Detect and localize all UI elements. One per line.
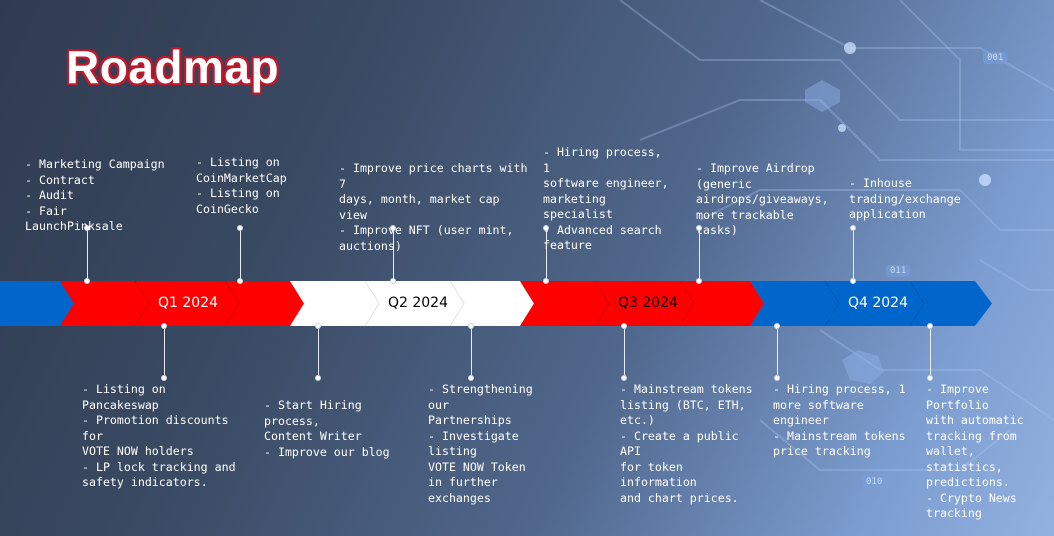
bottom-connector-line xyxy=(624,326,625,378)
band-marker-dot xyxy=(696,278,702,284)
band-marker-dot xyxy=(161,323,167,329)
roadmap-title: Roadmap xyxy=(66,41,280,93)
milestone-note-bottom-5: - Hiring process, 1 more software engine… xyxy=(773,382,906,458)
bottom-connector-line xyxy=(471,326,472,378)
top-connector-line xyxy=(699,228,700,281)
band-marker-dot xyxy=(390,278,396,284)
milestone-note-top-3: - Improve price charts with 7 days, mont… xyxy=(339,161,528,253)
band-marker-dot xyxy=(621,323,627,329)
band-marker-dot xyxy=(927,323,933,329)
bottom-connector-dot xyxy=(621,375,627,381)
timeline-band xyxy=(0,281,992,326)
top-connector-line xyxy=(240,228,241,281)
top-connector-line xyxy=(87,228,88,281)
band-marker-dot xyxy=(237,278,243,284)
decor-label-001: 001 xyxy=(983,52,1008,64)
milestone-note-bottom-2: - Start Hiring process, Content Writer -… xyxy=(264,398,390,459)
milestone-note-bottom-3: - Strengthening our Partnerships - Inves… xyxy=(428,382,533,505)
bottom-connector-dot xyxy=(927,375,933,381)
band-marker-dot xyxy=(543,278,549,284)
band-marker-dot xyxy=(774,323,780,329)
quarter-label-q4: Q4 2024 xyxy=(847,295,908,311)
milestone-note-top-2: - Listing on CoinMarketCap - Listing on … xyxy=(196,155,287,216)
quarter-label-q3: Q3 2024 xyxy=(617,295,678,311)
band-marker-dot xyxy=(84,278,90,284)
quarter-label-q1: Q1 2024 xyxy=(157,295,218,311)
top-connector-dot xyxy=(237,225,243,231)
milestone-note-top-5: - Improve Airdrop (generic airdrops/give… xyxy=(696,161,829,237)
bottom-connector-line xyxy=(318,326,319,378)
decor-label-010: 010 xyxy=(862,476,887,488)
top-connector-dot xyxy=(543,225,549,231)
band-marker-dot xyxy=(315,323,321,329)
top-connector-line xyxy=(853,228,854,281)
bottom-connector-dot xyxy=(161,375,167,381)
bottom-connector-line xyxy=(164,326,165,378)
band-marker-dot xyxy=(468,323,474,329)
quarter-label-q2: Q2 2024 xyxy=(387,295,448,311)
top-connector-line xyxy=(393,228,394,281)
top-connector-dot xyxy=(84,225,90,231)
top-connector-line xyxy=(546,228,547,281)
bottom-connector-line xyxy=(777,326,778,378)
bottom-connector-dot xyxy=(774,375,780,381)
decor-label-011: 011 xyxy=(886,265,911,277)
milestone-note-bottom-4: - Mainstream tokens listing (BTC, ETH, e… xyxy=(620,382,753,505)
milestone-note-bottom-6: - Improve Portfolio with automatic track… xyxy=(926,382,1024,520)
milestone-note-top-4: - Hiring process, 1 software engineer, m… xyxy=(543,145,669,252)
bottom-connector-dot xyxy=(468,375,474,381)
bottom-connector-line xyxy=(930,326,931,378)
band-marker-dot xyxy=(850,278,856,284)
top-connector-dot xyxy=(696,225,702,231)
top-connector-dot xyxy=(850,225,856,231)
milestone-note-top-6: - Inhouse trading/exchange application xyxy=(849,176,961,221)
milestone-note-bottom-1: - Listing on Pancakeswap - Promotion dis… xyxy=(82,382,236,489)
top-connector-dot xyxy=(390,225,396,231)
milestone-note-top-1: - Marketing Campaign - Contract - Audit … xyxy=(25,157,165,233)
bottom-connector-dot xyxy=(315,375,321,381)
